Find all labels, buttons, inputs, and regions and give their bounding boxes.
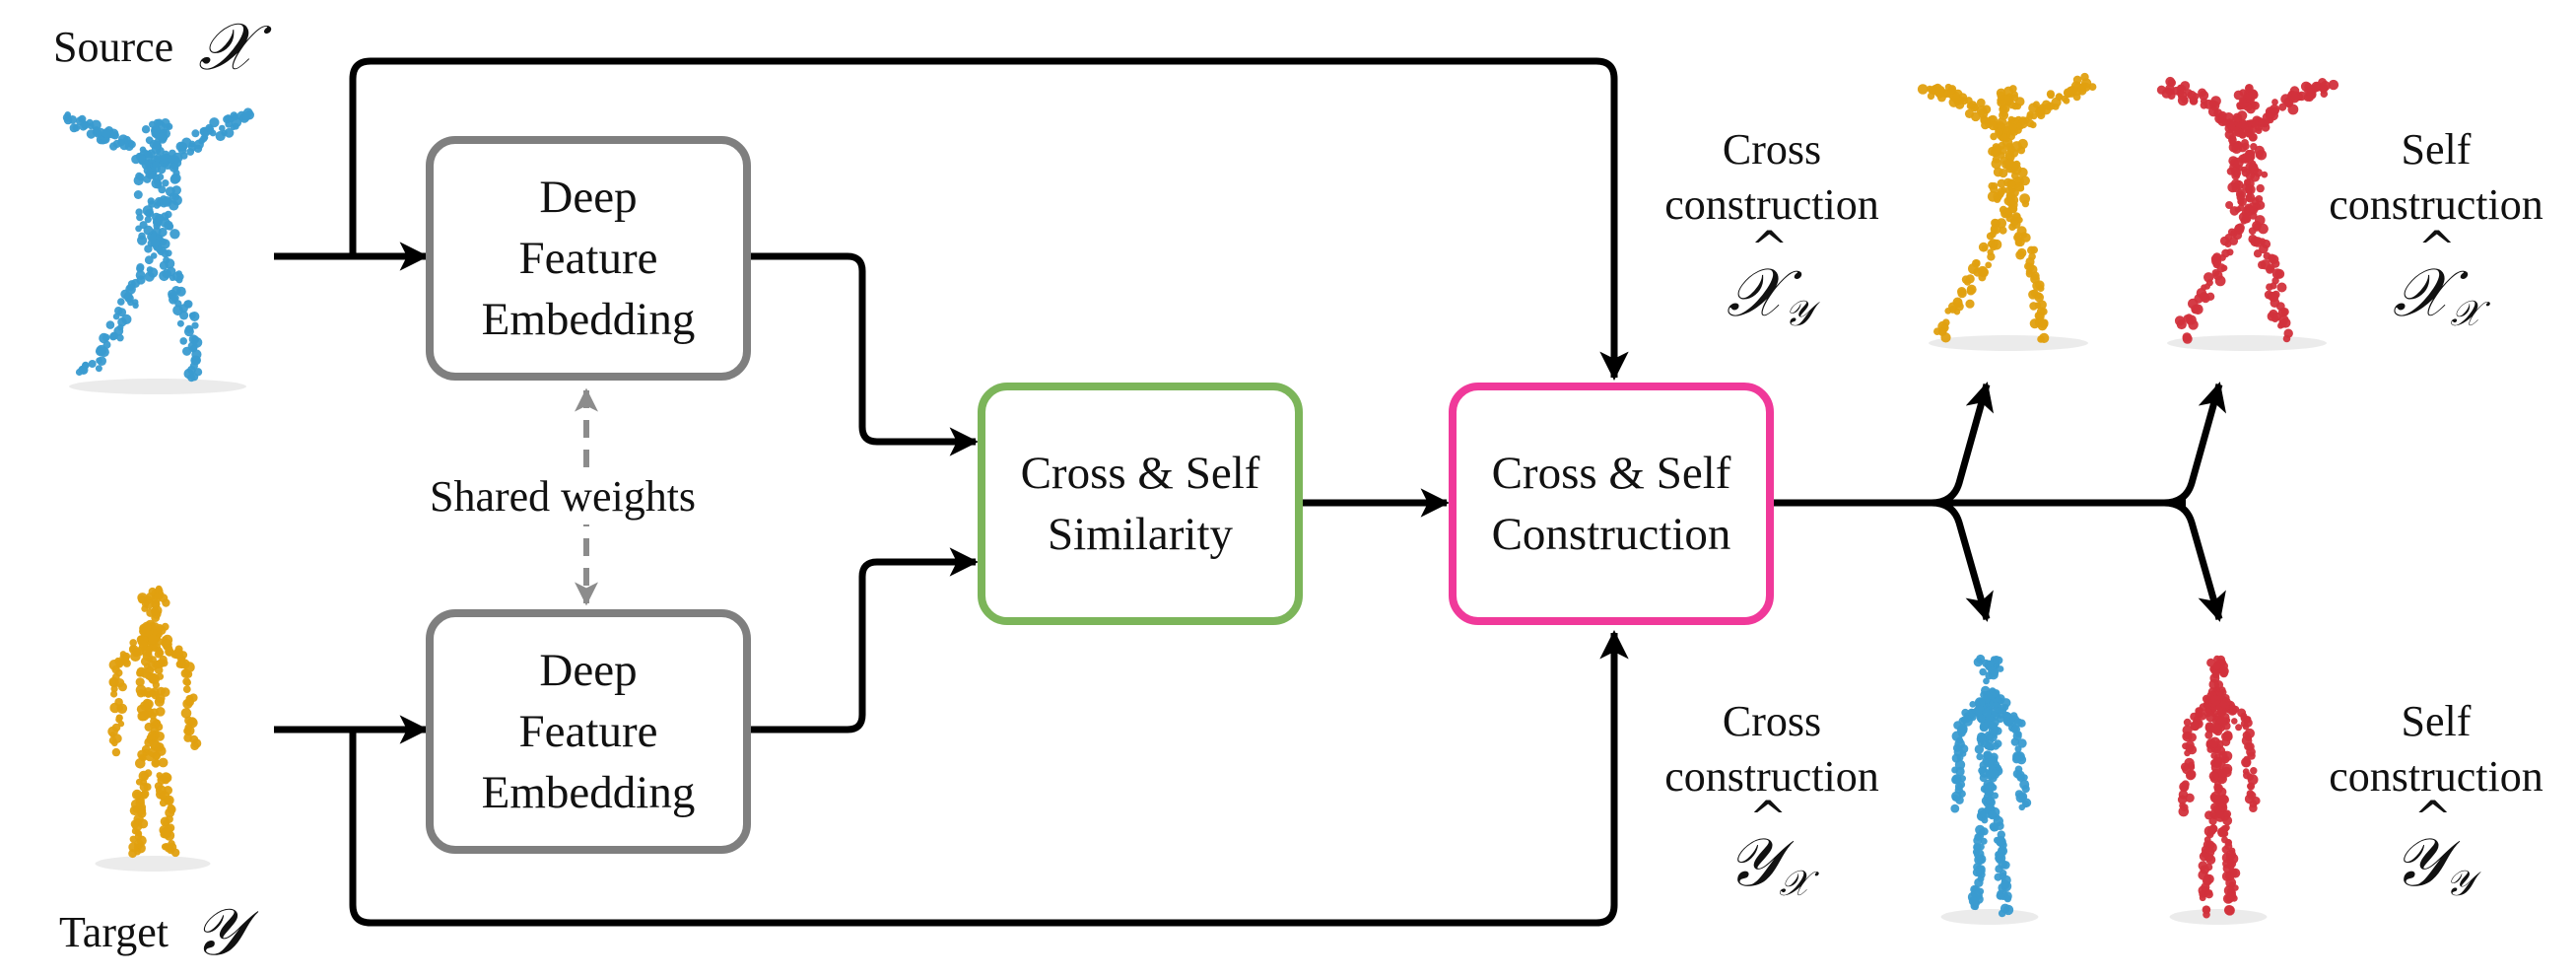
output-line: Cross (1722, 697, 1822, 745)
output-line: Self (2401, 125, 2472, 174)
self-construction-y-point-cloud-icon (2169, 655, 2268, 925)
source-symbol: 𝒳 (198, 9, 254, 85)
box-line: Cross & Self (1020, 448, 1260, 499)
arrow-embed-bottom-to-similarity (747, 547, 979, 734)
box-line: Deep (539, 645, 638, 696)
hat-mark: ^ (1748, 791, 1788, 844)
output-label-top-right: Self construction (2318, 122, 2554, 233)
source-text: Source (53, 23, 174, 71)
hat-mark: ^ (2413, 791, 2453, 844)
cross-self-construction-box: Cross & Self Construction (1449, 383, 1774, 625)
box-line: Embedding (481, 294, 696, 345)
arrow-output-top-right (2163, 382, 2227, 507)
arrow-target-skip-to-construction (349, 630, 1629, 927)
shared-weights-label: Shared weights (424, 469, 703, 524)
output-line: construction (2329, 752, 2543, 801)
target-point-cloud-icon (95, 585, 211, 872)
output-symbol-bottom-left: ^𝒴𝒳 (1727, 791, 1810, 905)
box-line: Feature (518, 706, 658, 757)
box-line: Cross & Self (1491, 448, 1731, 499)
output-label-top-left: Cross construction (1654, 122, 1890, 233)
symbol-base: 𝒳 (2393, 254, 2451, 332)
cross-construction-x-point-cloud-icon (1917, 72, 2097, 351)
output-line: construction (2329, 180, 2543, 229)
symbol-base: 𝒳 (1727, 254, 1785, 332)
hat-mark: ^ (1750, 221, 1789, 274)
arrow-source-skip-to-construction (349, 57, 1629, 381)
output-line: Self (2401, 697, 2472, 745)
output-line: construction (1664, 752, 1879, 801)
symbol-sub: 𝒴 (1784, 294, 1812, 334)
output-line: Cross (1722, 125, 1822, 174)
source-point-cloud-icon (62, 107, 254, 394)
arrow-output-bottom-right (2163, 499, 2226, 622)
hat-mark: ^ (2417, 221, 2456, 274)
source-label: Source 𝒳 (53, 15, 254, 80)
box-line: Embedding (481, 767, 696, 818)
deep-feature-embedding-top: Deep Feature Embedding (426, 136, 751, 381)
arrow-output-bottom-left (1931, 499, 1994, 622)
cross-self-similarity-box: Cross & Self Similarity (978, 383, 1303, 625)
target-label: Target 𝒴 (59, 900, 244, 965)
box-line: Deep (539, 172, 638, 223)
output-symbol-top-left: ^𝒳𝒴 (1727, 221, 1812, 335)
cross-construction-y-point-cloud-icon (1940, 654, 2039, 925)
box-line: Feature (518, 233, 658, 284)
target-text: Target (59, 908, 169, 956)
symbol-base: 𝒴 (1727, 824, 1780, 902)
symbol-base: 𝒴 (2393, 824, 2446, 902)
output-symbol-top-right: ^𝒳𝒳 (2393, 221, 2481, 335)
symbol-sub: 𝒴 (2445, 864, 2474, 904)
box-line: Construction (1491, 509, 1731, 560)
box-line: Similarity (1048, 509, 1233, 560)
output-label-bottom-left: Cross construction (1654, 694, 1890, 804)
symbol-sub: 𝒳 (2450, 294, 2481, 334)
symbol-sub: 𝒳 (1779, 864, 1810, 904)
deep-feature-embedding-bottom: Deep Feature Embedding (426, 609, 751, 854)
output-label-bottom-right: Self construction (2318, 694, 2554, 804)
self-construction-x-point-cloud-icon (2156, 76, 2339, 351)
output-line: construction (1664, 180, 1879, 229)
output-symbol-bottom-right: ^𝒴𝒴 (2393, 791, 2474, 905)
arrow-output-top-left (1931, 382, 1995, 507)
target-symbol: 𝒴 (192, 894, 244, 970)
arrow-embed-top-to-similarity (747, 252, 979, 456)
